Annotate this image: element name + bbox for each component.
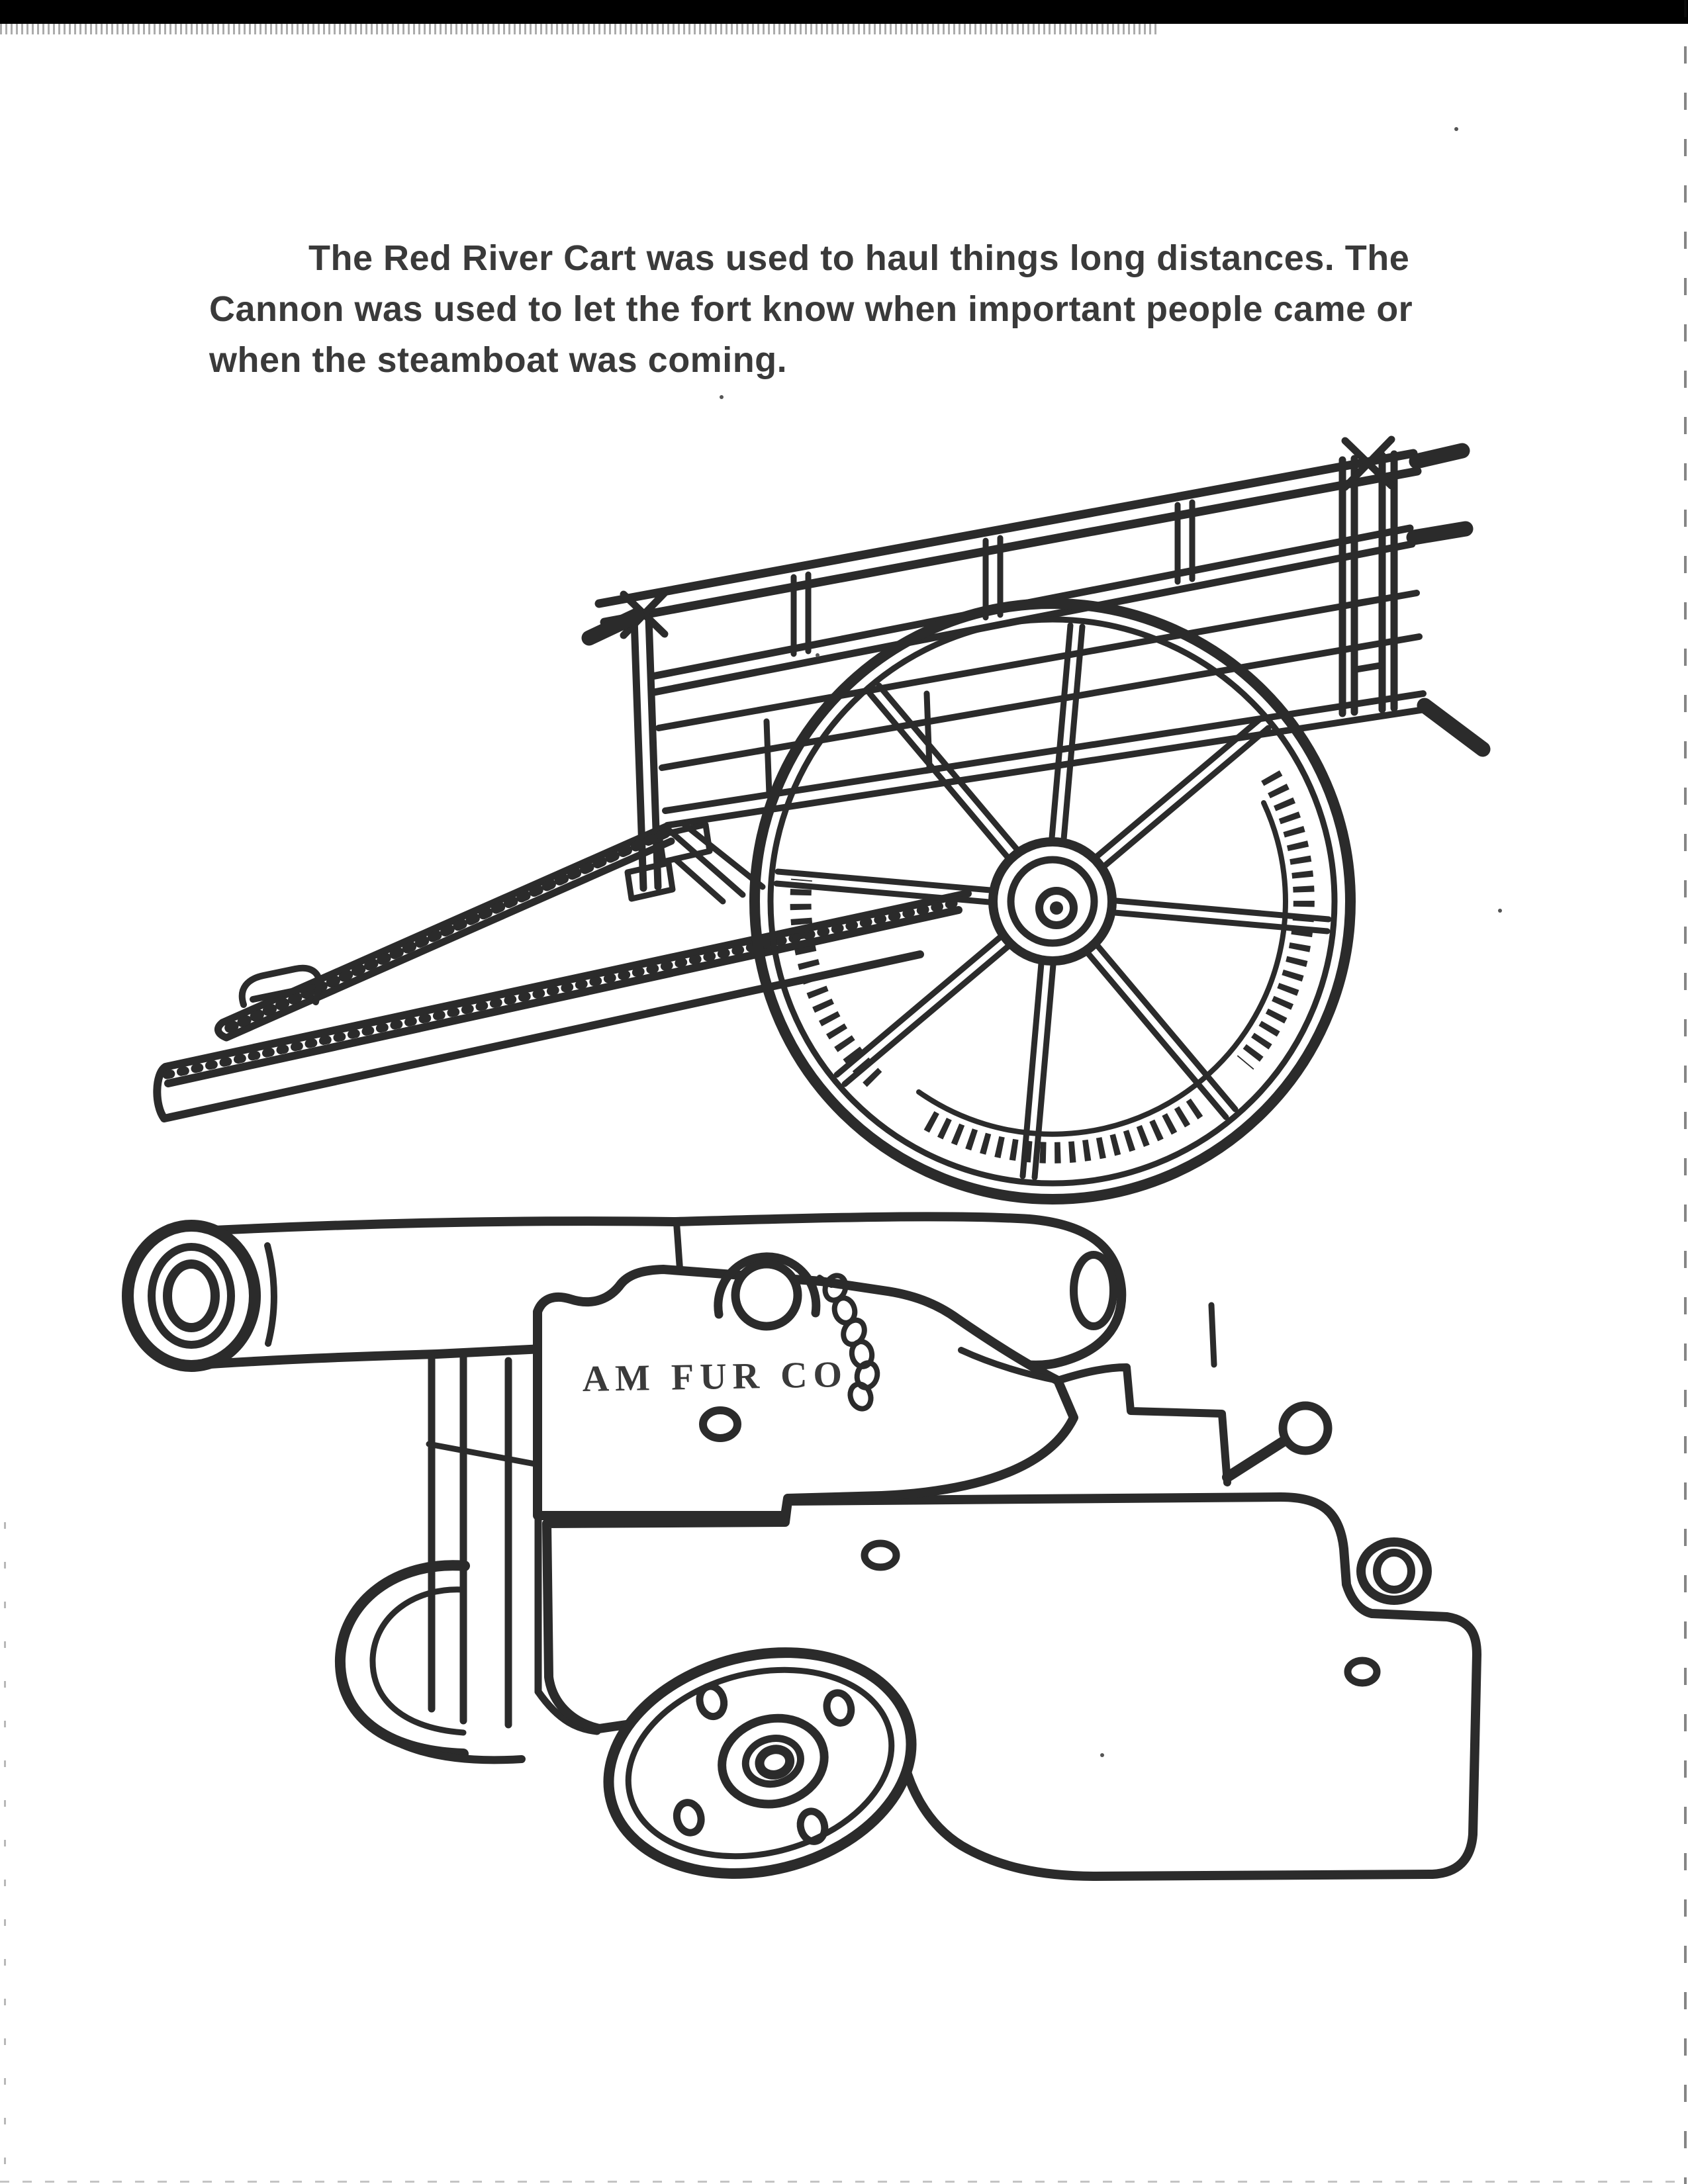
caption-line-3: when the steamboat was coming. xyxy=(209,340,788,380)
cannon-wheel-bolt-hole xyxy=(696,1682,728,1721)
cannon-knob-ball xyxy=(1278,1401,1333,1455)
chain-link xyxy=(847,1381,874,1412)
cart-wheel-spokes xyxy=(773,622,1332,1181)
cart-lower-beam-hatching xyxy=(162,897,967,1079)
cannon-rear-ring-hole xyxy=(1373,1549,1415,1594)
cart-wheel xyxy=(749,598,1356,1205)
red-river-cart-figure xyxy=(153,435,1491,1205)
scan-artifact-right-edge xyxy=(1684,0,1687,2184)
cannon-wheel-bolt-hole xyxy=(673,1799,705,1837)
cannon-trunnion-circle xyxy=(731,1259,802,1331)
cannon-muzzle-band-line xyxy=(264,1242,277,1347)
cannon-knob-stem xyxy=(1222,1432,1295,1482)
cart-rail-tips xyxy=(581,443,1491,757)
cart-hub-inner xyxy=(1007,856,1098,947)
cannon-step-vertical-line xyxy=(1208,1302,1217,1368)
cart-underbox-braces xyxy=(664,821,766,905)
cart-shafts xyxy=(153,821,972,1122)
scan-artifact-bottom-line xyxy=(0,2181,1688,2183)
cannon-wheel xyxy=(603,1647,917,1879)
cart-wheel-felloe-line xyxy=(916,800,1288,1137)
cannon-wheel-bolt-hole xyxy=(823,1689,855,1727)
cannon-trunnion xyxy=(714,1252,821,1331)
cannon-elevating-knob xyxy=(1222,1401,1333,1482)
cart-shaft-bracket xyxy=(238,964,323,1008)
cannon-muzzle-bore xyxy=(163,1259,220,1332)
scan-speck xyxy=(1498,909,1502,913)
cannon-breech-cap xyxy=(1070,1251,1117,1330)
caption-line-2: Cannon was used to let the fort know whe… xyxy=(209,289,1413,329)
cannon-cheek xyxy=(533,1265,1078,1520)
scan-speck xyxy=(720,395,724,399)
cannon-rear-ring-bracket xyxy=(1356,1537,1432,1605)
cart-upper-slats xyxy=(790,499,1196,657)
cart-right-post-ties xyxy=(1351,596,1385,673)
cannon-rivet-front xyxy=(861,1539,900,1571)
cannon-stamp-dot xyxy=(699,1406,741,1442)
scan-artifact-left-edge xyxy=(4,1522,6,2184)
scan-speck xyxy=(1454,127,1458,131)
scan-artifact-top-dither xyxy=(0,24,1158,34)
cart-axle-hole xyxy=(1035,887,1078,929)
cart-lower-slats xyxy=(763,690,933,797)
cannon-front-column-lines xyxy=(428,1353,542,1729)
cannon-front-column-brace xyxy=(426,1441,538,1467)
scan-speck xyxy=(1100,1753,1104,1757)
cannon-front-roller-strap xyxy=(399,1741,526,1764)
cannon-under-breech-line xyxy=(958,1347,1061,1384)
cannon-front-roller-inner-line xyxy=(369,1586,467,1736)
cart-upper-shaft-hatching xyxy=(220,828,671,1035)
cart-lower-beam xyxy=(153,889,972,1122)
scan-specks xyxy=(720,127,1502,1757)
cannon-muzzle xyxy=(122,1220,277,1372)
caption-paragraph: The Red River Cart was used to haul thin… xyxy=(209,233,1632,386)
cart-mid-rail xyxy=(648,524,1416,696)
cart-axle-center xyxy=(1050,901,1063,915)
cart-box xyxy=(581,435,1491,902)
cannon-trunnion-cap-arc xyxy=(714,1252,821,1319)
caption-line-1: The Red River Cart was used to haul thin… xyxy=(308,238,1410,278)
cannon-wheel-bore xyxy=(755,1745,795,1780)
cart-right-posts xyxy=(1338,450,1398,717)
cannon-step-bracket xyxy=(1054,1363,1231,1486)
chain-link xyxy=(822,1273,849,1303)
cannon-wheel-hub-outer xyxy=(718,1713,829,1809)
cart-wheel-inner-rim xyxy=(767,616,1338,1187)
cart-lower-rails xyxy=(655,590,1428,829)
cannon-stamp-text: AM FUR CO xyxy=(582,1354,848,1400)
scan-artifact-top-band xyxy=(0,0,1688,24)
cannon-wheel-bolt-hole xyxy=(796,1807,829,1845)
cannon-front-roller xyxy=(334,1560,470,1759)
cannon-figure: AM FUR CO xyxy=(122,1212,1481,1881)
scan-speck xyxy=(816,653,820,657)
cannon-rivet-rear xyxy=(1344,1657,1381,1687)
chain-link xyxy=(841,1317,867,1347)
cannon-wheel-hub-inner xyxy=(741,1735,804,1788)
cannon-wheel-inner-rim xyxy=(625,1666,895,1860)
cannon-chain xyxy=(817,1273,880,1412)
cart-wheel-outer-rim xyxy=(749,598,1356,1205)
cart-top-rail xyxy=(594,449,1422,627)
cannon-muzzle-mid-ring xyxy=(148,1243,235,1349)
